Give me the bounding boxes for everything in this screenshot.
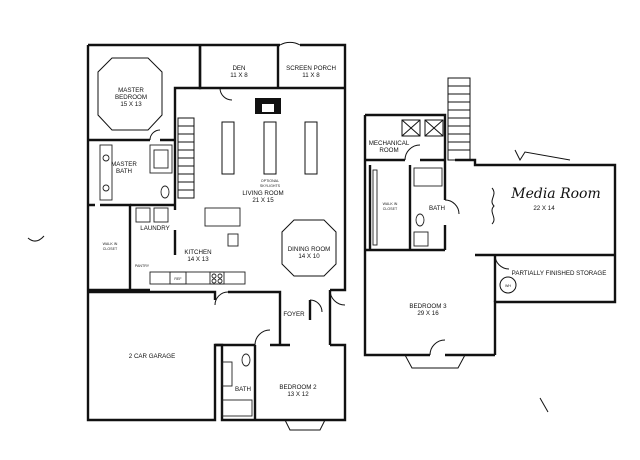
scan-mark-right [539, 397, 549, 413]
bedroom3-label: BEDROOM 3 [409, 303, 447, 310]
upper-bath-walls [365, 160, 447, 252]
main-bath-label: BATH [235, 386, 251, 393]
water-heater-circle [499, 276, 517, 294]
master-bedroom-label-2: BEDROOM [115, 94, 147, 101]
burner-3 [211, 278, 217, 284]
master-bath-label-2: BATH [116, 168, 132, 175]
dining-room-dims: 14 X 10 [298, 253, 320, 260]
media-room-handdrawn-brace [491, 187, 495, 225]
pantry-label: PANTRY [135, 264, 150, 268]
kitchen-dims: 14 X 13 [187, 256, 209, 263]
garage-walls [88, 290, 282, 300]
media-room-label: Media Room [510, 186, 601, 202]
bedroom2-walls [215, 290, 332, 420]
upper-door-swings [404, 144, 510, 356]
main-stairs [177, 117, 195, 199]
den-porch-walls [198, 45, 345, 90]
walk-in-closet-label: WALK IN [103, 242, 118, 246]
master-bath-sink-2 [102, 184, 110, 192]
bedroom2-label: BEDROOM 2 [279, 384, 317, 391]
master-bedroom-dims: 15 X 13 [120, 101, 142, 108]
storage-label: PARTIALLY FINISHED STORAGE [512, 270, 607, 277]
upper-closet-label-2: CLOSET [383, 207, 398, 211]
master-bedroom-ceiling [97, 57, 163, 131]
bedroom3-bay [404, 354, 466, 369]
laundry-washer [135, 207, 151, 223]
master-bath-toilet [160, 185, 170, 199]
kitchen-range [209, 271, 225, 285]
upper-floor-plan [363, 77, 617, 369]
screen-porch-dims: 11 X 8 [302, 72, 320, 79]
living-room-label: LIVING ROOM [242, 190, 283, 197]
skylight-2 [263, 121, 277, 175]
mechanical-unit-2 [424, 119, 444, 137]
skylight-1 [221, 121, 235, 175]
fireplace-opening [262, 104, 274, 112]
bedroom3-dims: 29 X 16 [417, 310, 439, 317]
den-dims: 11 X 8 [230, 72, 248, 79]
kitchen-peninsula [204, 207, 241, 227]
ref-label: REF [174, 277, 182, 281]
refrigerator [169, 271, 187, 285]
skylight-3 [304, 121, 318, 175]
optional-skylights-label: OPTIONAL [261, 179, 279, 183]
laundry-label: LAUNDRY [140, 225, 169, 232]
burner-4 [217, 278, 223, 284]
den-label: DEN [232, 65, 245, 72]
burner-1 [211, 273, 217, 279]
dining-room-ceiling [281, 219, 337, 277]
laundry-kitchen-walls [88, 203, 177, 292]
mechanical-unit-1 [401, 119, 421, 137]
water-heater-label: WH [505, 284, 511, 288]
bedroom2-bay [284, 419, 326, 431]
scan-mark-left [27, 235, 45, 242]
garage-label: 2 CAR GARAGE [129, 353, 175, 360]
burner-2 [217, 273, 223, 279]
media-room-handdrawn-mark [514, 149, 571, 162]
main-bath-vanity [221, 361, 233, 387]
upper-closet-shelf [372, 169, 378, 246]
main-bath-toilet [241, 353, 251, 367]
master-bath-sink-1 [102, 154, 110, 162]
master-bedroom-label: MASTER [118, 87, 144, 94]
walk-in-closet-label-2: CLOSET [103, 247, 118, 251]
master-bath-label: MASTER [111, 161, 137, 168]
master-bath-vanity [99, 144, 113, 201]
optional-skylights-label-2: SKYLIGHTS [260, 184, 281, 188]
upper-stairs [447, 77, 471, 161]
main-bath-tub [221, 399, 253, 417]
upper-bath-tub [413, 167, 443, 187]
upper-floor-outer-wall [363, 113, 617, 357]
laundry-dryer [153, 207, 169, 223]
upper-bath-label: BATH [429, 205, 445, 212]
dining-room-label: DINING ROOM [288, 246, 331, 253]
screen-porch-label: SCREEN PORCH [286, 65, 336, 72]
main-floor-plan [86, 41, 347, 431]
kitchen-counter-back [149, 271, 246, 285]
upper-bath-toilet [415, 213, 425, 227]
upper-closet-label: WALK IN [383, 202, 398, 206]
door-swings [149, 41, 346, 346]
kitchen-bar-stool [227, 233, 239, 247]
media-room-dims: 22 X 14 [533, 205, 555, 212]
bedroom2-dims: 13 X 12 [287, 391, 309, 398]
master-bath-tub [149, 144, 173, 174]
mechanical-room-label-2: ROOM [379, 147, 398, 154]
kitchen-label: KITCHEN [184, 249, 211, 256]
foyer-label: FOYER [283, 311, 305, 318]
living-room-dims: 21 X 15 [252, 197, 274, 204]
mechanical-room-label: MECHANICAL [369, 140, 410, 147]
upper-bath-vanity [413, 231, 429, 247]
master-bath-tub-inner [153, 149, 169, 169]
media-storage-wall [475, 253, 615, 302]
